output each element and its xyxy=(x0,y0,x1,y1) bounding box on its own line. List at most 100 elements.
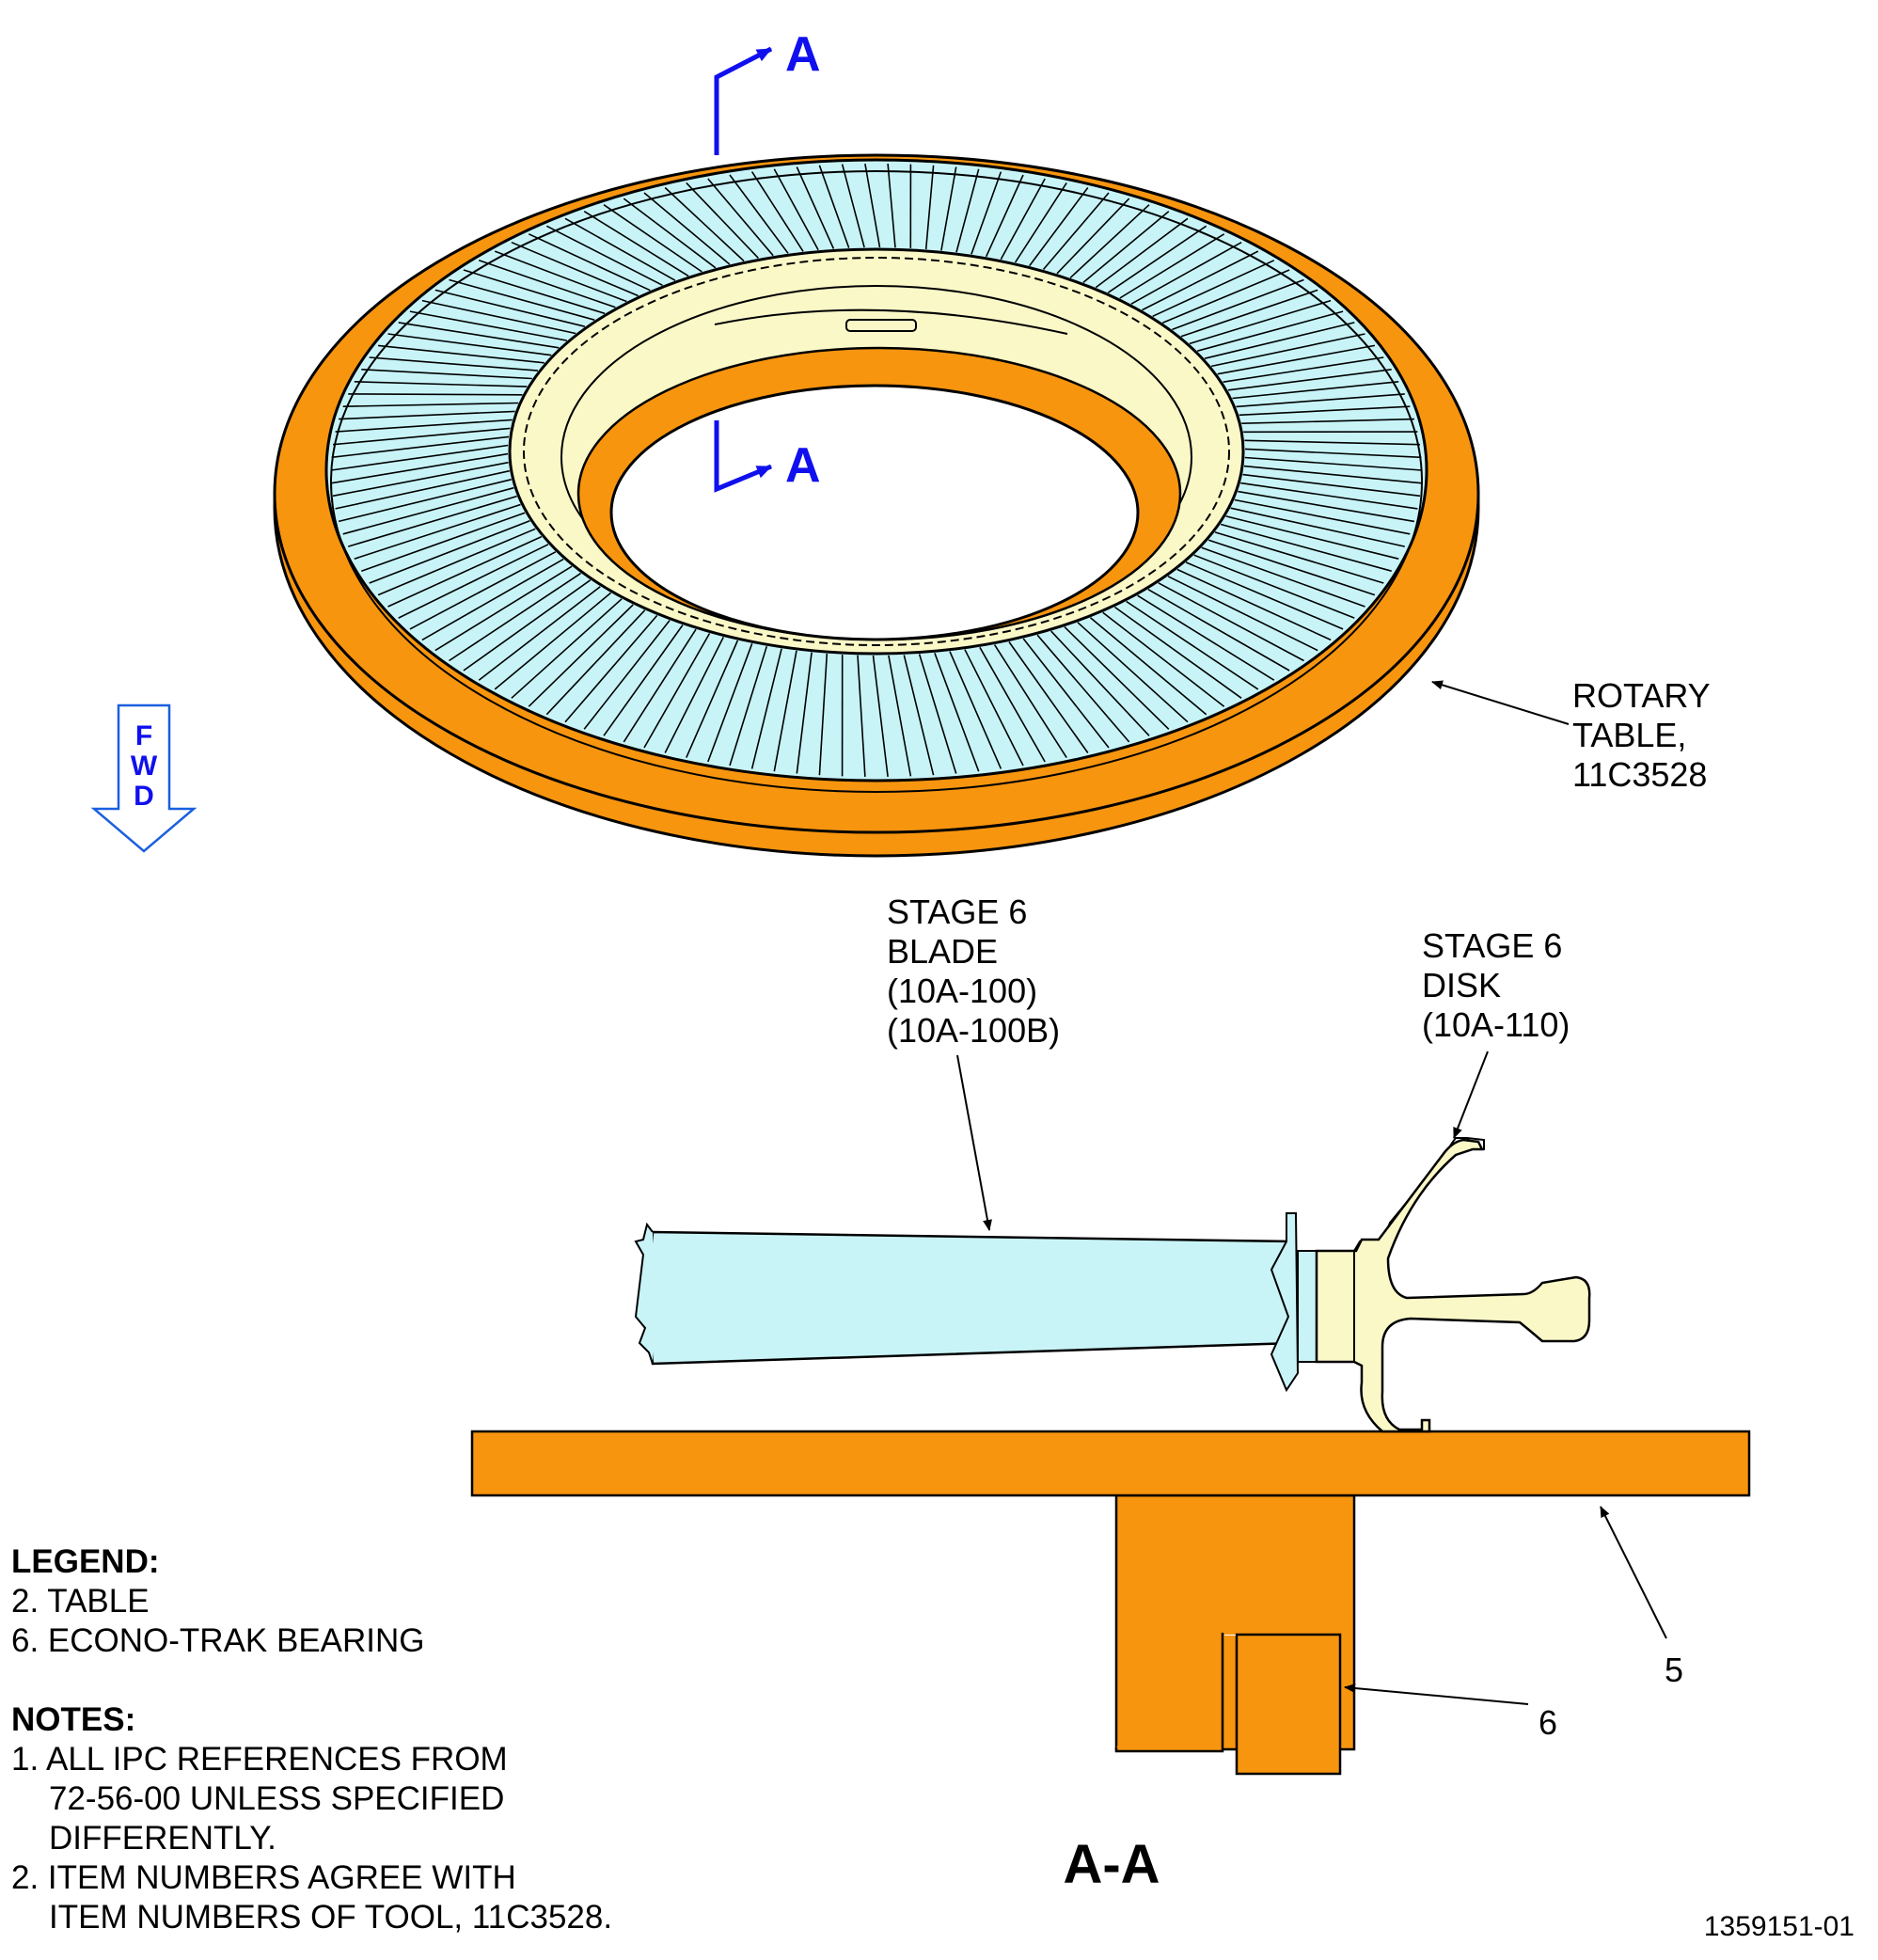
blade-line xyxy=(623,628,697,743)
blade-line xyxy=(369,356,539,371)
blade-line xyxy=(1022,638,1110,749)
blade-line xyxy=(1185,561,1344,630)
blade-line xyxy=(1176,568,1332,641)
blade-line xyxy=(361,512,526,572)
blade-line xyxy=(342,486,514,535)
section-view: STAGE 6 BLADE (10A-100) (10A-100B) STAGE… xyxy=(470,893,1751,1776)
item-5-label: 5 xyxy=(1665,1651,1683,1689)
blade-line xyxy=(421,299,576,335)
blade-line xyxy=(664,186,745,262)
bearing-right-block xyxy=(1235,1633,1342,1776)
blade-line xyxy=(750,648,782,769)
blade-line xyxy=(1014,182,1067,263)
blade-line xyxy=(378,344,544,364)
blade-line xyxy=(545,609,646,716)
blade-line xyxy=(1193,554,1355,619)
blade-line xyxy=(339,410,515,420)
blade-line xyxy=(335,469,510,510)
blade-line xyxy=(1234,498,1411,535)
blade-line xyxy=(979,646,1046,763)
legend-item: 2. TABLE xyxy=(11,1583,150,1620)
blade-line xyxy=(940,166,957,251)
blade-line xyxy=(354,503,521,560)
blade-line xyxy=(872,655,889,777)
blade-label-4: (10A-100B) xyxy=(887,1011,1060,1050)
fwd-letter-w: W xyxy=(131,751,158,782)
note-1-line-3: DIFFERENTLY. xyxy=(49,1820,276,1857)
blade-line xyxy=(1220,523,1392,572)
blade-line xyxy=(1196,310,1344,352)
blade-line xyxy=(934,653,980,772)
blade-ring-lower-edge xyxy=(330,170,1423,793)
center-hole xyxy=(609,384,1140,641)
blade-line xyxy=(985,174,1024,258)
blade-line xyxy=(857,655,866,777)
blade-line xyxy=(564,614,658,723)
blade-line xyxy=(478,586,601,681)
blade-line xyxy=(434,565,573,652)
blade-line xyxy=(686,640,739,758)
blade-line xyxy=(1000,178,1046,261)
blade-line xyxy=(971,171,1002,255)
bearing-gap-fill xyxy=(1224,1635,1236,1636)
blade-line xyxy=(623,198,717,269)
disk-dovetail-ring xyxy=(523,257,1230,646)
blade-line xyxy=(686,182,759,259)
blade-line xyxy=(1244,448,1422,459)
blade-line xyxy=(331,435,510,459)
blade-line xyxy=(369,520,530,584)
blade-line xyxy=(773,168,819,251)
blade-line xyxy=(564,217,676,281)
blade-line xyxy=(338,479,512,523)
blade-line xyxy=(1217,344,1376,375)
blade-line xyxy=(603,624,684,736)
blade-line xyxy=(729,645,768,767)
blade-label-1: STAGE 6 xyxy=(887,893,1027,931)
blade-line xyxy=(1147,589,1290,672)
blade-line xyxy=(918,654,957,774)
blade-line xyxy=(773,650,797,772)
blade-line xyxy=(1240,482,1418,510)
blade-line xyxy=(818,165,850,248)
blade-line xyxy=(955,168,980,253)
blade-line xyxy=(1230,507,1405,547)
blade-line xyxy=(1189,299,1332,345)
disk-label-1: STAGE 6 xyxy=(1422,926,1562,965)
blade-line xyxy=(796,166,835,249)
blade-line xyxy=(888,655,912,777)
blade-line xyxy=(993,644,1067,759)
blade-line xyxy=(1241,418,1414,424)
blade-line xyxy=(603,204,702,273)
blade-line xyxy=(1126,600,1259,690)
blade-lines xyxy=(330,163,1423,777)
blade-line xyxy=(949,651,1002,769)
disk-label-3: (10A-110) xyxy=(1422,1005,1570,1044)
blade-line xyxy=(347,495,517,547)
blade-line xyxy=(409,551,557,630)
bearing-left-lower xyxy=(1114,1633,1224,1753)
blade-line xyxy=(1239,405,1411,417)
blade-line xyxy=(841,164,865,248)
blade-line xyxy=(1243,465,1422,484)
blade-line xyxy=(1008,641,1089,753)
blade-line xyxy=(342,402,519,407)
blade-line xyxy=(1069,204,1150,278)
blade-line xyxy=(1082,211,1170,284)
blade-line xyxy=(332,427,511,446)
blade-line xyxy=(1107,225,1207,293)
blade-line xyxy=(463,579,592,672)
blade-line xyxy=(332,461,509,498)
legend-title: LEGEND: xyxy=(11,1543,160,1580)
blade-line xyxy=(1158,582,1304,662)
rotary-table-callout: ROTARY TABLE, 11C3528 xyxy=(1431,676,1711,794)
blade-line xyxy=(1113,606,1242,699)
note-2-line-1: 2. ITEM NUMBERS AGREE WITH xyxy=(11,1859,516,1896)
blade-line xyxy=(1167,576,1318,652)
blade-line xyxy=(903,655,935,776)
blade-line xyxy=(377,528,536,596)
blade-line xyxy=(434,289,586,327)
blade-line xyxy=(583,620,671,730)
section-marker-top: A xyxy=(714,27,821,155)
